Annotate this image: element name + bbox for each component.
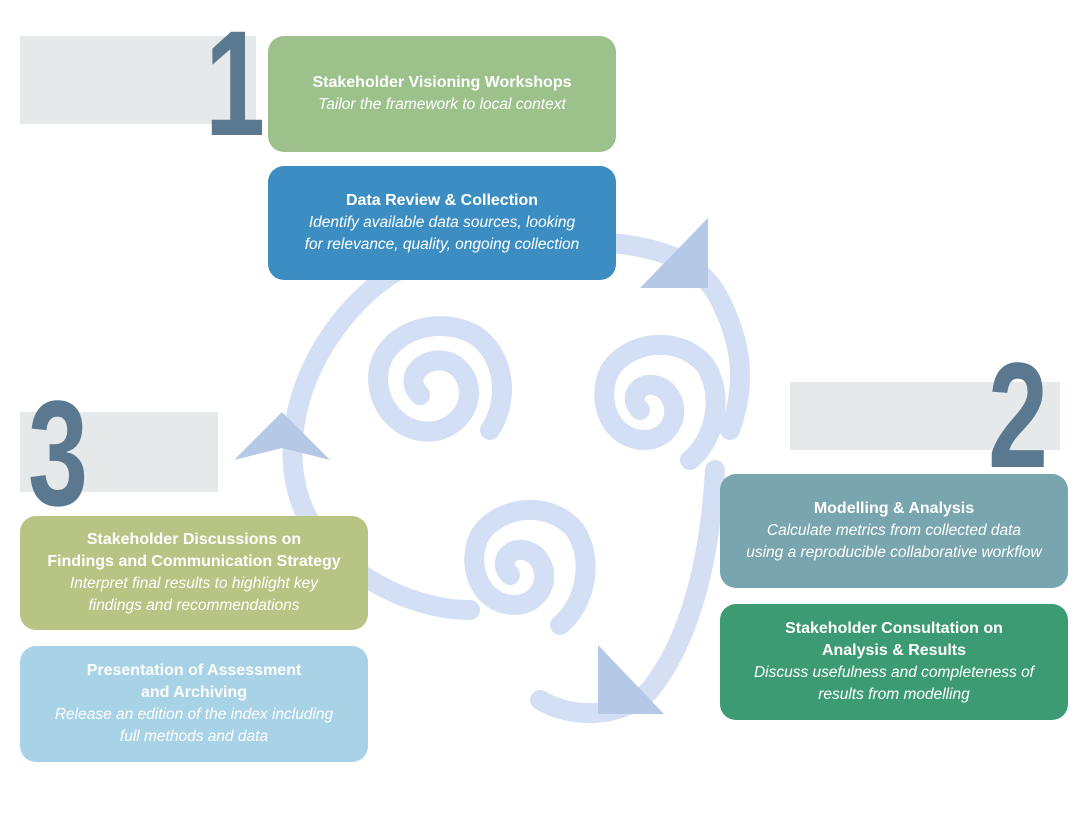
spiral-right (594, 335, 726, 470)
step-3-band (20, 412, 218, 492)
step-1-number: 1 (205, 0, 266, 167)
arrow-left (234, 412, 330, 460)
card-stakeholder-consultation: Stakeholder Consultation on Analysis & R… (720, 604, 1068, 720)
card-description: Release an edition of the index includin… (54, 706, 334, 745)
card-description: Tailor the framework to local context (318, 96, 566, 113)
card-description: Discuss usefulness and completeness of r… (753, 664, 1034, 703)
arrow-bottom (598, 645, 664, 714)
card-title: Stakeholder Consultation on Analysis & R… (785, 620, 1003, 659)
step-2-band (790, 382, 1060, 450)
step-2-number: 2 (988, 331, 1049, 499)
spiral-left (368, 316, 512, 442)
card-description: Identify available data sources, looking… (304, 214, 580, 253)
card-presentation-archiving: Presentation of Assessment and Archiving… (20, 646, 368, 762)
card-visioning-workshops: Stakeholder Visioning Workshops Tailor t… (268, 36, 616, 152)
card-title: Stakeholder Visioning Workshops (312, 74, 572, 91)
loop-right-arc (530, 460, 725, 724)
card-modelling-analysis: Modelling & Analysis Calculate metrics f… (720, 474, 1068, 588)
step-1-band (20, 36, 256, 124)
card-title: Data Review & Collection (345, 192, 539, 209)
card-stakeholder-discussions: Stakeholder Discussions on Findings and … (20, 516, 368, 630)
step-3-number: 3 (28, 369, 89, 537)
card-title: Presentation of Assessment and Archiving (86, 662, 302, 701)
card-description: Calculate metrics from collected data us… (746, 522, 1042, 561)
card-title: Stakeholder Discussions on Findings and … (47, 531, 341, 570)
arrow-top-right (640, 218, 708, 288)
spiral-bottom (464, 500, 596, 635)
card-description: Interpret final results to highlight key… (69, 575, 319, 614)
card-data-review: Data Review & Collection Identify availa… (268, 166, 616, 280)
card-title: Modelling & Analysis (813, 500, 975, 517)
loop-top-arc (602, 233, 750, 440)
